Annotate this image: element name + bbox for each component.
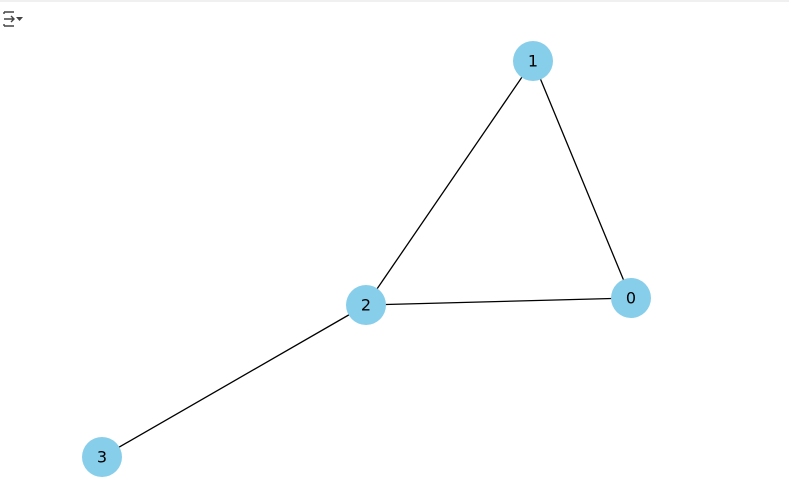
node-circle-2 bbox=[346, 285, 386, 325]
output-collapse-icon bbox=[3, 11, 23, 27]
edge-0-1 bbox=[532, 60, 632, 299]
node-2: 2 bbox=[346, 285, 386, 325]
node-circle-0 bbox=[611, 278, 651, 318]
output-top-border bbox=[0, 0, 789, 2]
edge-2-3 bbox=[101, 304, 367, 458]
node-circle-3 bbox=[82, 437, 122, 477]
output-toggle-button[interactable] bbox=[2, 9, 26, 29]
node-label-1: 1 bbox=[528, 52, 538, 71]
node-label-0: 0 bbox=[626, 289, 636, 308]
node-circle-1 bbox=[513, 41, 553, 81]
node-label-2: 2 bbox=[361, 296, 371, 315]
edge-0-2 bbox=[365, 297, 632, 306]
edge-layer bbox=[101, 60, 632, 458]
edge-1-2 bbox=[365, 60, 534, 306]
node-layer: 0 1 2 3 bbox=[82, 41, 651, 477]
node-0: 0 bbox=[611, 278, 651, 318]
node-1: 1 bbox=[513, 41, 553, 81]
node-3: 3 bbox=[82, 437, 122, 477]
node-label-3: 3 bbox=[97, 448, 107, 467]
